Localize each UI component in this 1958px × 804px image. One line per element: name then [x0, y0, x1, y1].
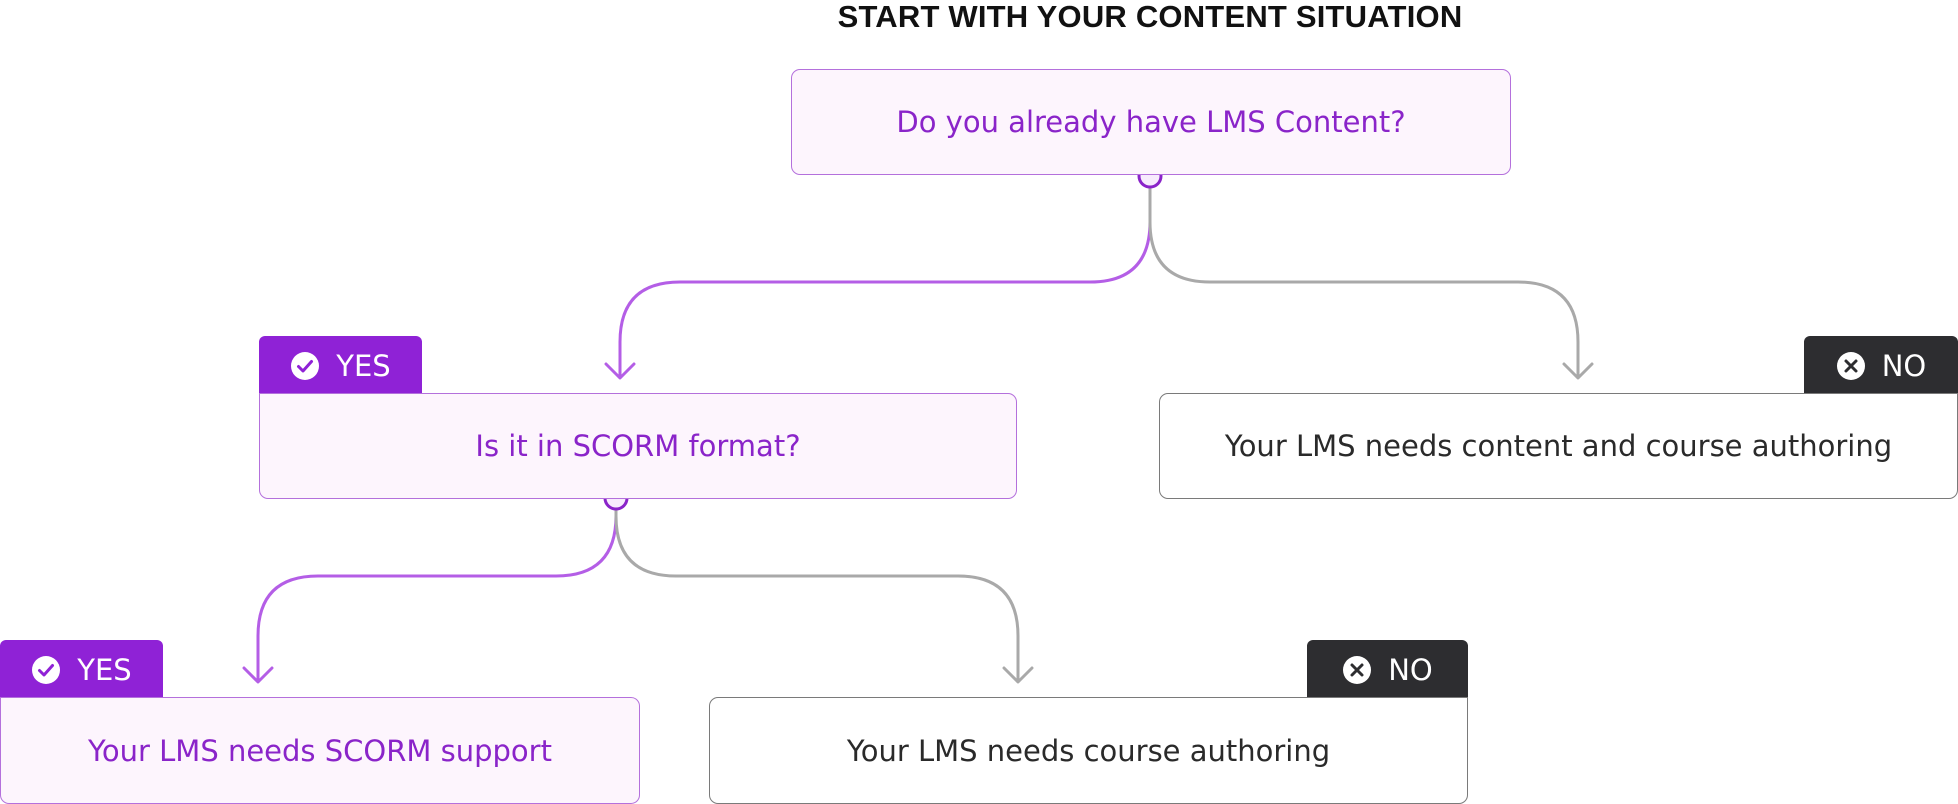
check-circle-icon [290, 351, 320, 381]
yes-tag-q2: YES [0, 640, 163, 700]
arrowhead-q1-no [1562, 362, 1594, 380]
no-tag-label: NO [1881, 349, 1927, 383]
connector-q1-no [1148, 176, 1580, 376]
result-box-course-authoring: Your LMS needs course authoring [709, 697, 1468, 804]
yes-tag-q1: YES [259, 336, 422, 396]
x-circle-icon [1342, 655, 1372, 685]
diagram-heading: START WITH YOUR CONTENT SITUATION [837, 0, 1463, 34]
connector-q1-yes [618, 176, 1152, 376]
no-tag-q1: NO [1804, 336, 1958, 396]
arrowhead-q2-yes [242, 666, 274, 684]
x-circle-icon [1836, 351, 1866, 381]
check-circle-icon [31, 655, 61, 685]
connector-q2-yes [256, 498, 618, 680]
arrowhead-q2-no [1002, 666, 1034, 684]
yes-tag-label: YES [77, 653, 132, 687]
no-tag-q2: NO [1307, 640, 1468, 700]
result-box-scorm-support: Your LMS needs SCORM support [0, 697, 640, 804]
yes-tag-label: YES [336, 349, 391, 383]
no-tag-label: NO [1388, 653, 1433, 687]
question-box-lms-content: Do you already have LMS Content? [791, 69, 1511, 175]
question-box-scorm-format: Is it in SCORM format? [259, 393, 1017, 499]
arrowhead-q1-yes [604, 362, 636, 380]
result-box-content-and-course-authoring: Your LMS needs content and course author… [1159, 393, 1958, 499]
connector-q2-no [614, 498, 1020, 680]
